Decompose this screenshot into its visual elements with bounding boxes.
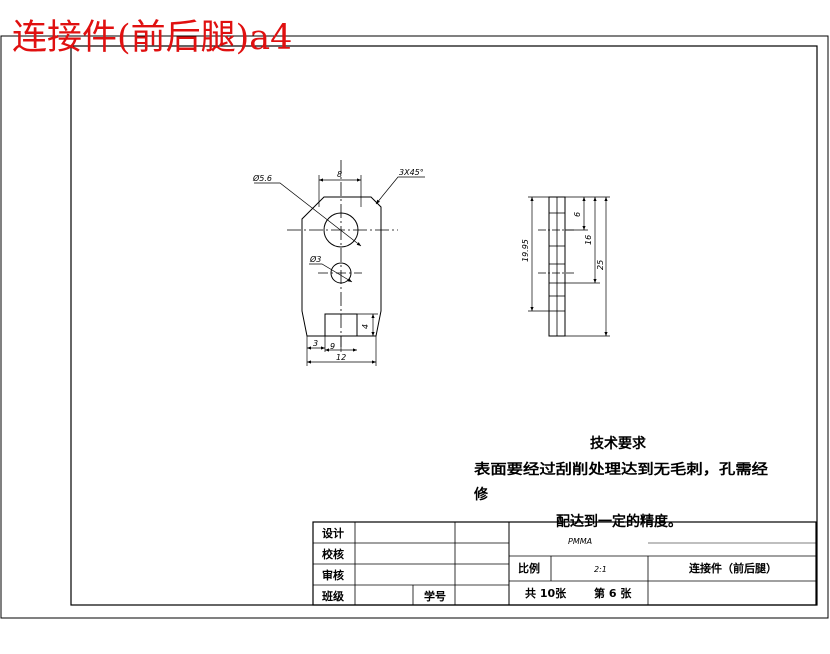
total-sheets: 共 10张 bbox=[525, 586, 567, 600]
dim-hole-large: Ø5.6 bbox=[252, 173, 272, 183]
class-label: 班级 bbox=[322, 589, 345, 603]
dim-total-width: 12 bbox=[336, 353, 346, 362]
outer-border bbox=[0, 35, 829, 619]
drawing-title: 连接件(前后腿)a4 bbox=[12, 18, 292, 58]
dim-hole-small: Ø3 bbox=[309, 254, 321, 264]
dim-top-width: 8 bbox=[337, 170, 342, 179]
sheet-number: 第 6 张 bbox=[594, 586, 632, 600]
tech-line-1: 表面要经过刮削处理达到无毛刺，孔需经 bbox=[473, 461, 768, 478]
reviewer-label: 审核 bbox=[322, 568, 344, 582]
checker-label: 校核 bbox=[322, 547, 344, 561]
dim-side-b: 16 bbox=[584, 235, 593, 245]
side-view bbox=[528, 196, 610, 337]
tech-heading: 技术要求 bbox=[590, 435, 647, 452]
material: PMMA bbox=[568, 537, 592, 546]
dim-side-height: 19.95 bbox=[521, 239, 530, 262]
front-view bbox=[254, 160, 425, 366]
dim-slot-depth: 4 bbox=[361, 324, 370, 329]
drawing-frame bbox=[70, 45, 818, 606]
designer-label: 设计 bbox=[322, 526, 344, 540]
dim-slot-width: 9 bbox=[330, 342, 335, 351]
student-id-label: 学号 bbox=[424, 589, 446, 603]
front-outline bbox=[301, 196, 382, 337]
part-name: 连接件（前后腿） bbox=[689, 561, 777, 575]
scale-label: 比例 bbox=[518, 561, 540, 575]
dim-left-offset: 3 bbox=[313, 339, 318, 348]
scale-value: 2:1 bbox=[594, 565, 607, 574]
dim-side-a: 6 bbox=[573, 212, 582, 217]
tech-requirements: 技术要求 表面要经过刮削处理达到无毛刺，孔需经 修 配达到一定的精度。 bbox=[473, 435, 768, 530]
dim-chamfer: 3X45° bbox=[399, 168, 424, 177]
title-block bbox=[312, 521, 817, 606]
dim-side-c: 25 bbox=[596, 260, 605, 270]
tech-line-2: 修 bbox=[473, 486, 489, 503]
